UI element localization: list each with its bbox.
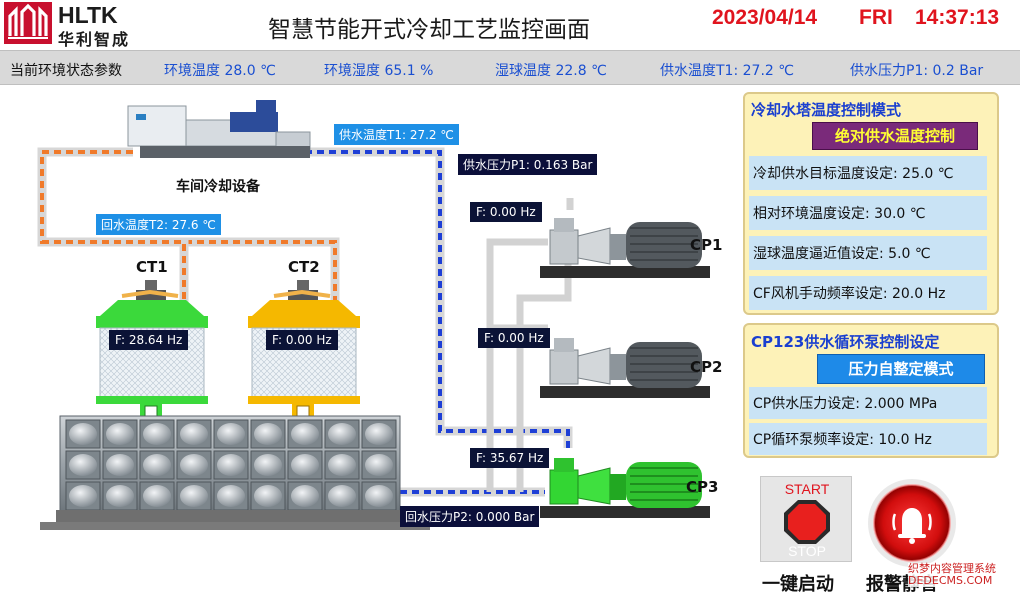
tank-panel-dome bbox=[365, 485, 393, 507]
company-logo: HLTK 华利智成 bbox=[4, 2, 154, 49]
process-diagram: 车间冷却设备 供水温度T1: 27.2 ℃ 供水压力P1: 0.163 Bar … bbox=[0, 86, 740, 596]
logo-text-cn: 华利智成 bbox=[58, 30, 131, 49]
tank-panel-dome bbox=[143, 423, 171, 445]
logo-mark-icon bbox=[4, 2, 52, 44]
pump-control-panel: CP123供水循环泵控制设定 压力自整定模式 CP供水压力设定: 2.000 M… bbox=[743, 323, 999, 458]
ct1-frequency: F: 28.64 Hz bbox=[109, 330, 189, 350]
tank-panel-dome bbox=[328, 485, 356, 507]
weekday-display: FRI bbox=[859, 6, 893, 29]
cp1-frequency: F: 0.00 Hz bbox=[470, 202, 542, 222]
supply-temperature-t1: 供水温度T1: 27.2 ℃ bbox=[660, 63, 794, 79]
tank-panel-dome bbox=[180, 454, 208, 476]
logo-text-en: HLTK bbox=[58, 2, 118, 28]
relative-ambient-setting[interactable]: 相对环境温度设定: 30.0 ℃ bbox=[749, 196, 987, 230]
tank-panel-dome bbox=[291, 423, 319, 445]
return-temp-tag: 回水温度T2: 27.6 ℃ bbox=[96, 214, 221, 235]
alarm-bell-icon bbox=[868, 479, 956, 567]
tank-panel-dome bbox=[291, 454, 319, 476]
ct1-label: CT1 bbox=[136, 258, 168, 276]
tank-panel-dome bbox=[217, 423, 245, 445]
supply-temp-tag: 供水温度T1: 27.2 ℃ bbox=[334, 124, 459, 145]
cp1-label: CP1 bbox=[690, 236, 723, 254]
header: HLTK 华利智成 智慧节能开式冷却工艺监控画面 2023/04/14 FRI … bbox=[0, 0, 1020, 49]
tank-panel-dome bbox=[328, 423, 356, 445]
tank-panel-dome bbox=[69, 454, 97, 476]
tank-panel-dome bbox=[365, 454, 393, 476]
pump-pressure-setting[interactable]: CP供水压力设定: 2.000 MPa bbox=[749, 387, 987, 419]
tank-panel-dome bbox=[291, 485, 319, 507]
tank-panel-dome bbox=[106, 485, 134, 507]
ambient-temperature: 环境温度 28.0 ℃ bbox=[164, 63, 276, 79]
cp3-frequency: F: 35.67 Hz bbox=[470, 448, 550, 468]
stop-label: STOP bbox=[788, 543, 826, 559]
pump-cp1 bbox=[540, 218, 710, 278]
tank-panel-dome bbox=[106, 423, 134, 445]
tank-panel-dome bbox=[106, 454, 134, 476]
water-storage-tank bbox=[40, 415, 430, 530]
tank-panel-dome bbox=[217, 485, 245, 507]
equipment-label: 车间冷却设备 bbox=[176, 179, 260, 195]
pump-cp3 bbox=[540, 458, 710, 518]
ct2-frequency: F: 0.00 Hz bbox=[266, 330, 338, 350]
tank-panel-dome bbox=[143, 454, 171, 476]
tank-panel-dome bbox=[217, 454, 245, 476]
workshop-cooling-equipment bbox=[127, 100, 311, 158]
env-bar-label: 当前环境状态参数 bbox=[10, 63, 122, 79]
cp2-label: CP2 bbox=[690, 358, 723, 376]
pump-panel-title: CP123供水循环泵控制设定 bbox=[751, 333, 940, 351]
start-caption: 一键启动 bbox=[762, 574, 834, 595]
cp3-label: CP3 bbox=[686, 478, 719, 496]
pump-mode-button[interactable]: 压力自整定模式 bbox=[817, 354, 985, 384]
return-water-pipe bbox=[37, 147, 340, 316]
ct2-label: CT2 bbox=[288, 258, 320, 276]
process-diagram-canvas bbox=[37, 100, 710, 530]
return-pressure-tag: 回水压力P2: 0.000 Bar bbox=[400, 506, 540, 527]
watermark-line-1: 织梦内容管理系统 bbox=[908, 562, 996, 575]
fan-manual-frequency-setting[interactable]: CF风机手动频率设定: 20.0 Hz bbox=[749, 276, 987, 310]
tank-panel-dome bbox=[69, 423, 97, 445]
ambient-humidity: 环境湿度 65.1 % bbox=[324, 63, 434, 79]
tank-panel-dome bbox=[328, 454, 356, 476]
watermark-line-2: DEDECMS.COM bbox=[908, 574, 993, 587]
date-display: 2023/04/14 bbox=[712, 6, 818, 29]
supply-pressure-p1: 供水压力P1: 0.2 Bar bbox=[850, 63, 984, 79]
tank-panel-dome bbox=[254, 454, 282, 476]
pump-cp2 bbox=[540, 338, 710, 398]
stop-octagon-icon bbox=[784, 500, 830, 544]
time-display: 14:37:13 bbox=[915, 6, 1000, 29]
start-stop-button[interactable]: START STOP bbox=[760, 476, 852, 562]
tower-panel-title: 冷却水塔温度控制模式 bbox=[751, 101, 902, 119]
tower-control-panel: 冷却水塔温度控制模式 绝对供水温度控制 冷却供水目标温度设定: 25.0 ℃ 相… bbox=[743, 92, 999, 315]
alarm-mute-button[interactable] bbox=[867, 478, 957, 568]
target-temp-setting[interactable]: 冷却供水目标温度设定: 25.0 ℃ bbox=[749, 156, 987, 190]
wet-bulb-temperature: 湿球温度 22.8 ℃ bbox=[495, 63, 607, 79]
cooling-tower-ct1 bbox=[96, 280, 208, 420]
cp2-frequency: F: 0.00 Hz bbox=[478, 328, 550, 348]
wet-bulb-approach-setting[interactable]: 湿球温度逼近值设定: 5.0 ℃ bbox=[749, 236, 987, 270]
start-label: START bbox=[784, 481, 830, 497]
tank-panel-dome bbox=[143, 485, 171, 507]
cooling-tower-ct2 bbox=[248, 280, 360, 420]
tank-panel-dome bbox=[180, 423, 208, 445]
supply-pressure-tag: 供水压力P1: 0.163 Bar bbox=[458, 154, 598, 175]
tank-panel-dome bbox=[254, 485, 282, 507]
pump-frequency-setting[interactable]: CP循环泵频率设定: 10.0 Hz bbox=[749, 423, 987, 455]
watermark: 织梦内容管理系统 DEDECMS.COM bbox=[908, 563, 1020, 587]
tank-panel-dome bbox=[254, 423, 282, 445]
tank-panel-dome bbox=[180, 485, 208, 507]
tank-panel-dome bbox=[365, 423, 393, 445]
page-title: 智慧节能开式冷却工艺监控画面 bbox=[268, 17, 590, 43]
tower-mode-button[interactable]: 绝对供水温度控制 bbox=[812, 122, 978, 150]
tank-panel-dome bbox=[69, 485, 97, 507]
environment-status-bar: 当前环境状态参数 环境温度 28.0 ℃ 环境湿度 65.1 % 湿球温度 22… bbox=[0, 50, 1020, 85]
